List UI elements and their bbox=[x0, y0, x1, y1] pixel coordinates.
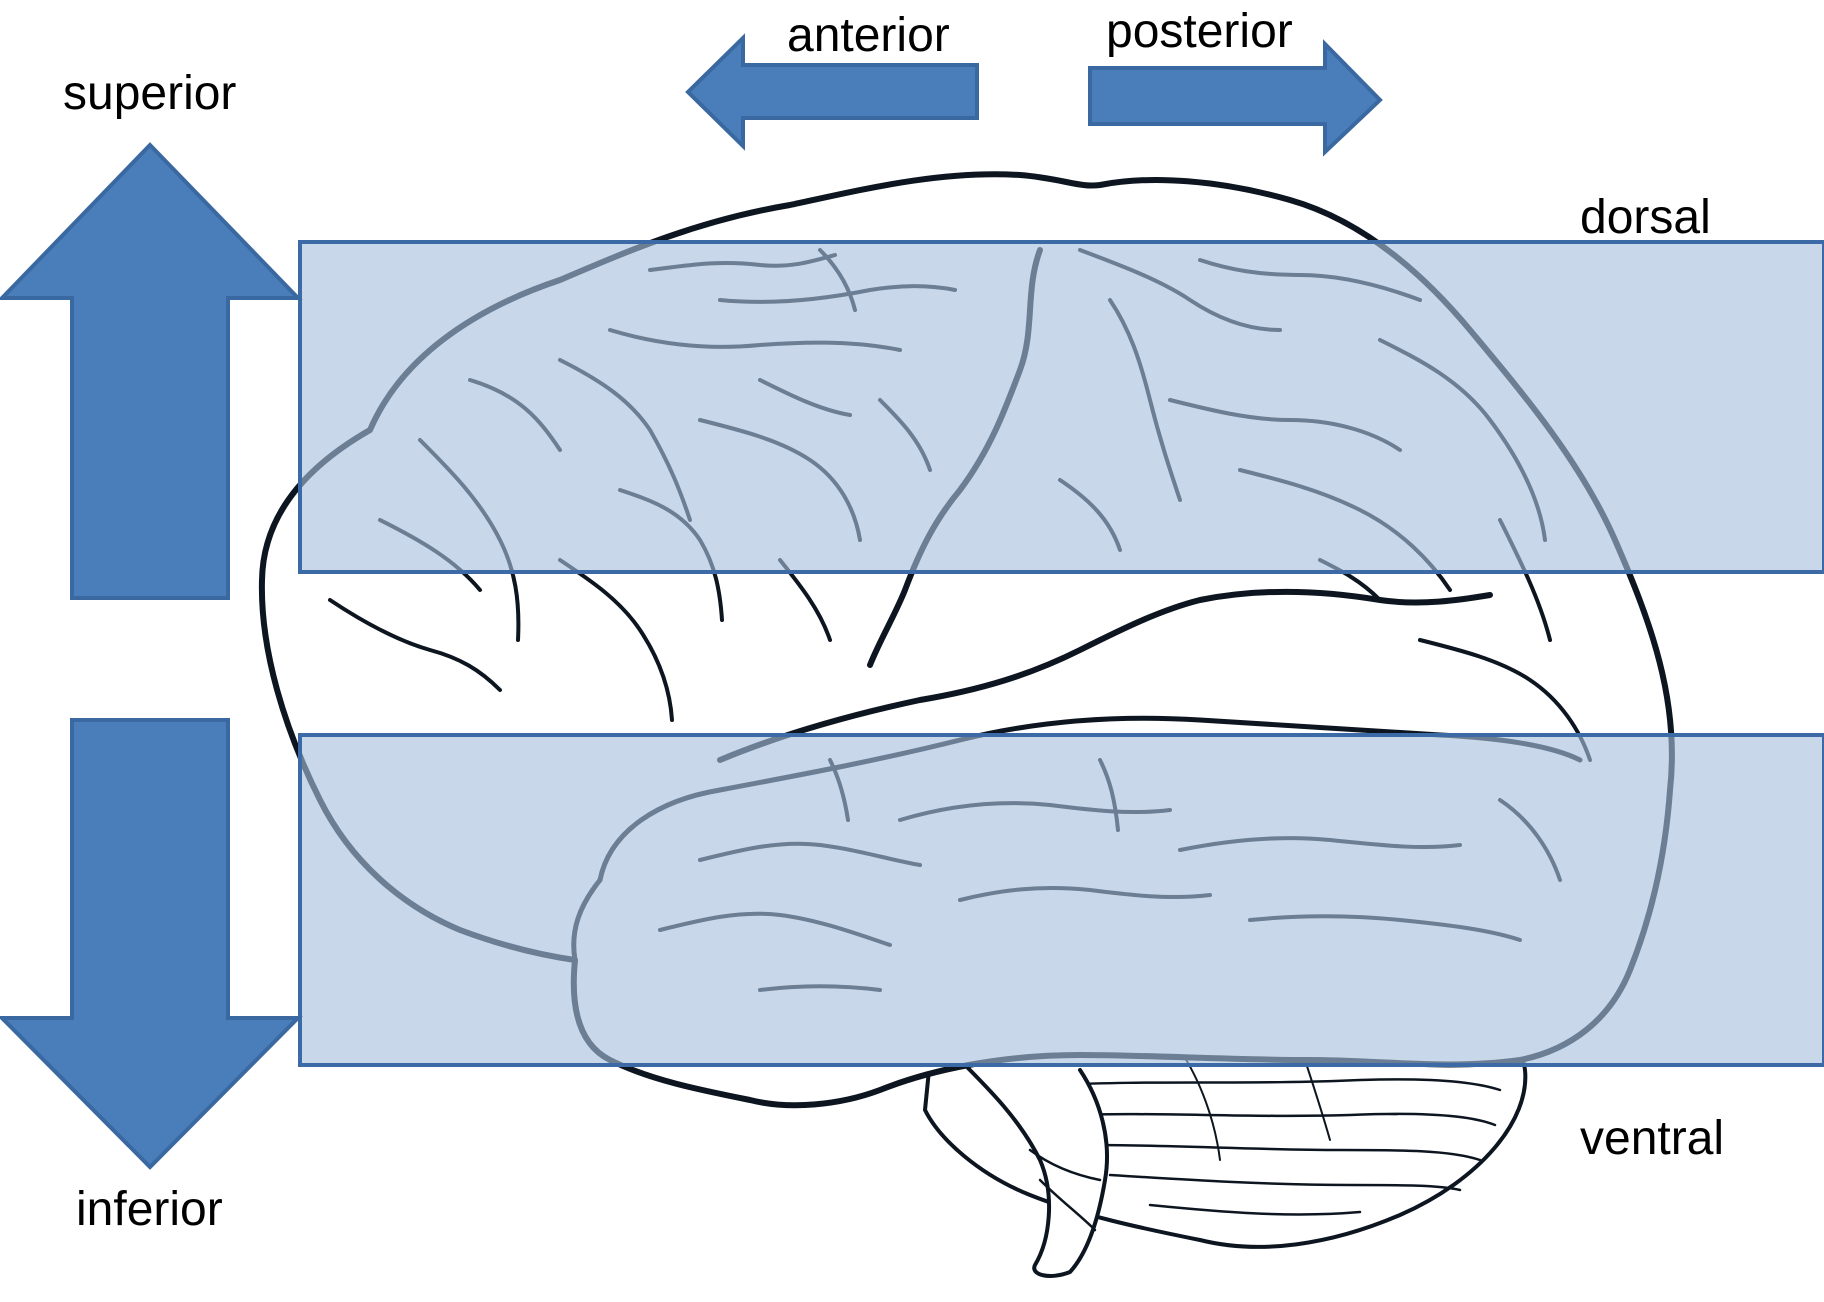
inferior-label: inferior bbox=[76, 1186, 223, 1234]
anterior-label: anterior bbox=[787, 12, 950, 60]
dorsal-label: dorsal bbox=[1580, 194, 1711, 242]
ventral-label: ventral bbox=[1580, 1115, 1724, 1163]
arrow-up-icon bbox=[2, 145, 298, 598]
arrow-right-icon bbox=[1090, 44, 1380, 152]
posterior-label: posterior bbox=[1106, 8, 1293, 56]
ventral-band bbox=[300, 735, 1824, 1065]
superior-label: superior bbox=[63, 70, 236, 118]
arrow-down-icon bbox=[2, 720, 298, 1167]
dorsal-band bbox=[300, 242, 1824, 572]
